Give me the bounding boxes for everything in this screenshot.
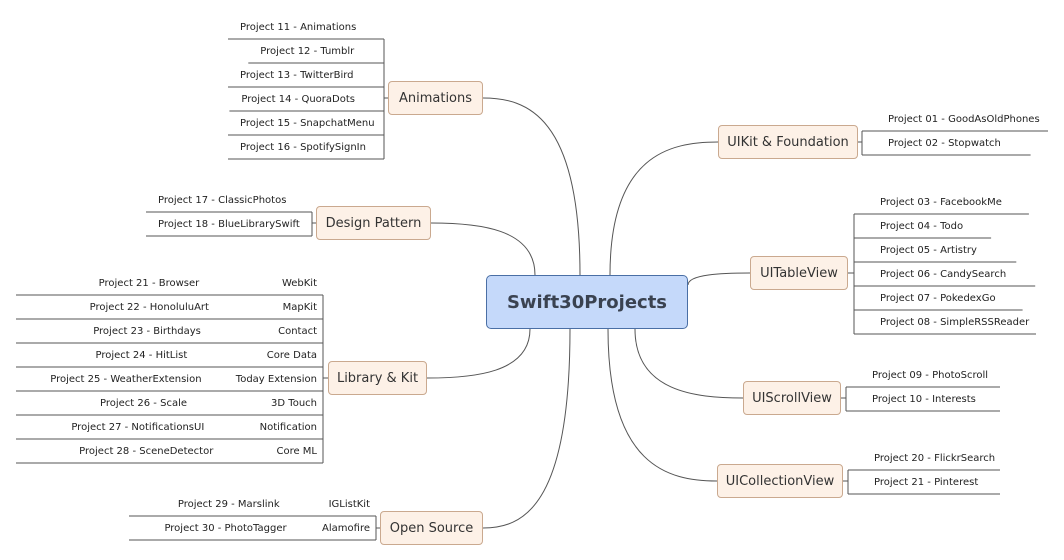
leaf-item[interactable]: Project 21 - Browser WebKit	[16, 271, 323, 295]
project-title: Project 04 - Todo	[880, 220, 964, 232]
project-title: Project 28 - SceneDetector	[79, 445, 214, 457]
project-title: Project 08 - SimpleRSSReader	[880, 316, 1030, 328]
leaf-item[interactable]: Project 15 - SnapchatMenu	[228, 111, 384, 135]
leaf-item[interactable]: Project 30 - PhotoTagger Alamofire	[129, 516, 376, 540]
leaf-item[interactable]: Project 13 - TwitterBird	[228, 63, 384, 87]
leaf-item[interactable]: Project 03 - FacebookMe	[854, 190, 1029, 214]
branch-link-uiscrollview	[634, 328, 744, 399]
leaf-item[interactable]: Project 01 - GoodAsOldPhones	[862, 107, 1048, 131]
branch-animations[interactable]: Animations	[388, 81, 483, 115]
project-title: Project 23 - Birthdays	[93, 325, 201, 337]
leaf-item[interactable]: Project 09 - PhotoScroll	[846, 363, 1000, 387]
project-title: Project 27 - NotificationsUI	[71, 421, 205, 433]
framework-label: Core Data	[266, 349, 317, 361]
leaf-item[interactable]: Project 21 - Pinterest	[848, 470, 1000, 494]
leaf-item[interactable]: Project 10 - Interests	[846, 387, 1000, 411]
leaf-item[interactable]: Project 14 - QuoraDots	[229, 87, 384, 111]
project-title: Project 11 - Animations	[240, 21, 357, 33]
framework-label: Notification	[259, 421, 317, 433]
project-title: Project 07 - PokedexGo	[880, 292, 996, 304]
leaf-item[interactable]: Project 17 - ClassicPhotos	[146, 188, 312, 212]
project-title: Project 17 - ClassicPhotos	[158, 194, 287, 206]
project-title: Project 06 - CandySearch	[880, 268, 1007, 280]
leaf-item[interactable]: Project 23 - Birthdays Contact	[16, 319, 323, 343]
project-title: Project 18 - BlueLibrarySwift	[158, 218, 300, 230]
branch-open-source[interactable]: Open Source	[380, 511, 483, 545]
branch-link-uitableview	[687, 272, 751, 286]
project-title: Project 21 - Pinterest	[874, 476, 979, 488]
leaf-item[interactable]: Project 12 - Tumblr	[248, 39, 384, 63]
leaf-item[interactable]: Project 29 - Marslink IGListKit	[129, 492, 376, 516]
project-title: Project 20 - FlickrSearch	[874, 452, 996, 464]
leaf-item[interactable]: Project 06 - CandySearch	[854, 262, 1035, 286]
project-title: Project 30 - PhotoTagger	[164, 522, 287, 534]
project-title: Project 25 - WeatherExtension	[50, 373, 202, 385]
leaf-item[interactable]: Project 08 - SimpleRSSReader	[854, 310, 1036, 334]
leaf-item[interactable]: Project 11 - Animations	[228, 15, 384, 39]
framework-label: IGListKit	[328, 498, 370, 510]
project-title: Project 29 - Marslink	[177, 498, 280, 510]
project-title: Project 09 - PhotoScroll	[872, 369, 989, 381]
framework-label: WebKit	[281, 277, 317, 289]
branch-uitableview[interactable]: UITableView	[750, 256, 848, 290]
leaf-item[interactable]: Project 07 - PokedexGo	[854, 286, 1023, 310]
branch-link-library-kit	[426, 328, 531, 379]
leaf-item[interactable]: Project 25 - WeatherExtension Today Exten…	[16, 367, 323, 391]
branch-design-pattern[interactable]: Design Pattern	[316, 206, 431, 240]
branch-uikit-foundation[interactable]: UIKit & Foundation	[718, 125, 858, 159]
leaf-item[interactable]: Project 04 - Todo	[854, 214, 991, 238]
project-title: Project 16 - SpotifySignIn	[240, 141, 366, 153]
project-title: Project 26 - Scale	[100, 397, 188, 409]
leaf-item[interactable]: Project 22 - HonoluluArt MapKit	[16, 295, 323, 319]
branch-uicollectionview[interactable]: UICollectionView	[717, 464, 843, 498]
project-title: Project 10 - Interests	[872, 393, 976, 405]
root-node[interactable]: Swift30Projects	[486, 275, 688, 329]
framework-label: Alamofire	[322, 522, 370, 534]
project-title: Project 12 - Tumblr	[260, 45, 355, 57]
leaf-item[interactable]: Project 16 - SpotifySignIn	[228, 135, 384, 159]
framework-label: Core ML	[276, 445, 317, 457]
branch-uiscrollview[interactable]: UIScrollView	[743, 381, 841, 415]
project-title: Project 22 - HonoluluArt	[89, 301, 209, 313]
project-title: Project 21 - Browser	[98, 277, 200, 289]
project-title: Project 05 - Artistry	[880, 244, 977, 256]
leaf-item[interactable]: Project 28 - SceneDetector Core ML	[16, 439, 323, 463]
framework-label: Today Extension	[235, 373, 317, 385]
framework-label: Contact	[278, 325, 317, 337]
framework-label: MapKit	[282, 301, 317, 313]
project-title: Project 02 - Stopwatch	[888, 137, 1001, 149]
leaf-item[interactable]: Project 20 - FlickrSearch	[848, 446, 1000, 470]
leaf-item[interactable]: Project 05 - Artistry	[854, 238, 1016, 262]
leaf-item[interactable]: Project 26 - Scale 3D Touch	[16, 391, 323, 415]
branch-link-design-pattern	[430, 222, 536, 276]
project-title: Project 24 - HitList	[95, 349, 188, 361]
branch-library-kit[interactable]: Library & Kit	[328, 361, 427, 395]
branch-link-uicollectionview	[607, 328, 718, 482]
project-title: Project 14 - QuoraDots	[241, 93, 355, 105]
leaf-item[interactable]: Project 24 - HitList Core Data	[16, 343, 323, 367]
project-title: Project 01 - GoodAsOldPhones	[888, 113, 1040, 125]
branch-link-animations	[482, 97, 581, 276]
branch-link-uikit-foundation	[609, 141, 719, 276]
project-title: Project 15 - SnapchatMenu	[240, 117, 375, 129]
project-title: Project 13 - TwitterBird	[240, 69, 354, 81]
leaf-item[interactable]: Project 27 - NotificationsUI Notification	[16, 415, 323, 439]
branch-link-open-source	[482, 328, 571, 529]
project-title: Project 03 - FacebookMe	[880, 196, 1002, 208]
leaf-item[interactable]: Project 18 - BlueLibrarySwift	[146, 212, 312, 236]
framework-label: 3D Touch	[271, 397, 317, 409]
leaf-item[interactable]: Project 02 - Stopwatch	[862, 131, 1031, 155]
